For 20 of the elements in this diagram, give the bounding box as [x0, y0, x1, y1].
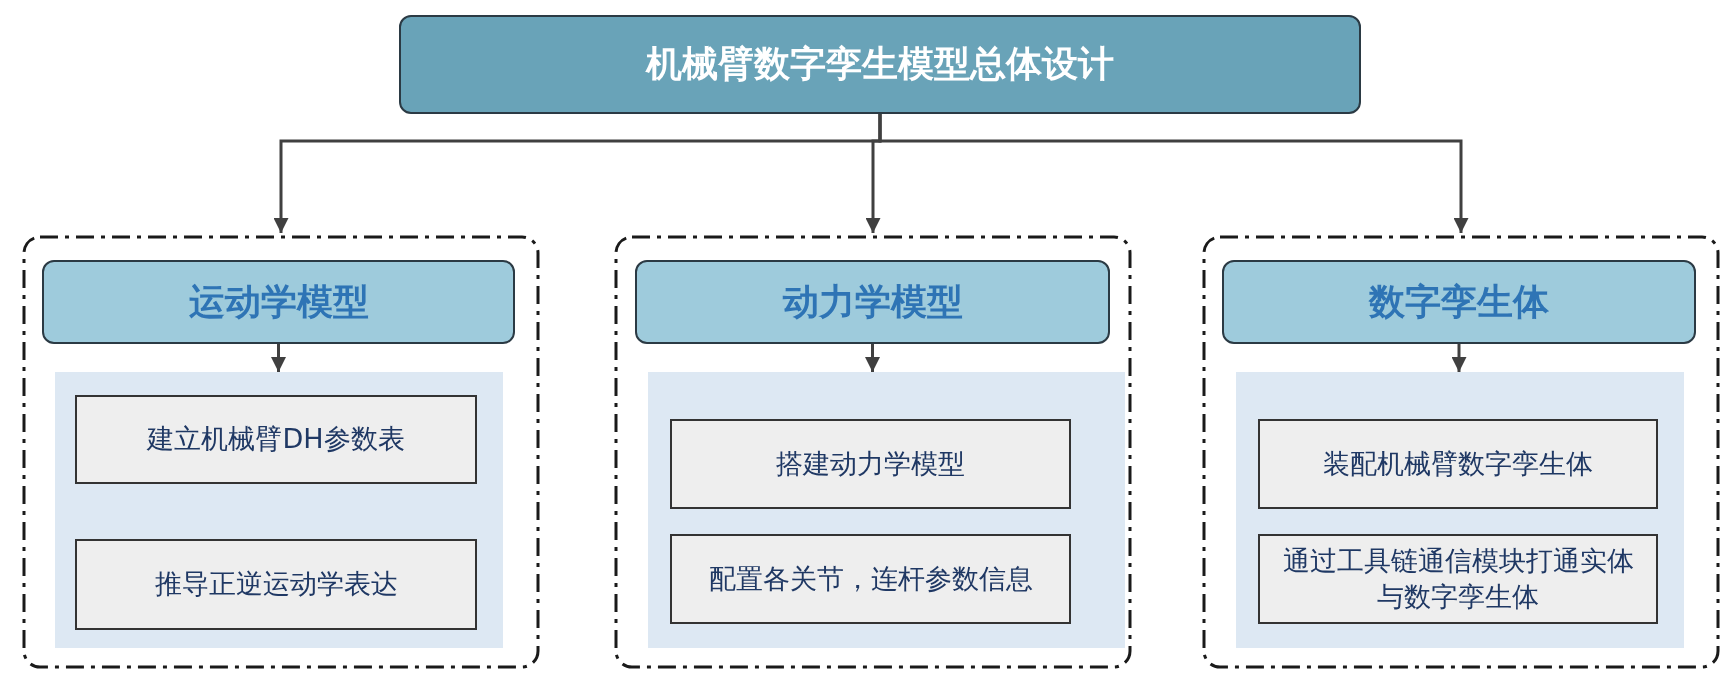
group-frame: [614, 235, 1132, 669]
process-box: 装配机械臂数字孪生体: [1258, 419, 1658, 509]
process-box: 推导正逆运动学表达: [75, 539, 477, 630]
panel-background: [55, 372, 503, 648]
panel-background: [648, 372, 1125, 648]
title-box: 机械臂数字孪生模型总体设计: [399, 15, 1361, 114]
group-frame: [22, 235, 540, 669]
module-header-box: 运动学模型: [42, 260, 515, 344]
arrow: [271, 344, 286, 372]
module-header-box: 数字孪生体: [1222, 260, 1696, 344]
module-header-box: 动力学模型: [635, 260, 1110, 344]
process-box: 建立机械臂DH参数表: [75, 395, 477, 484]
arrow: [865, 344, 880, 372]
process-box: 搭建动力学模型: [670, 419, 1071, 509]
process-box: 通过工具链通信模块打通实体与数字孪生体: [1258, 534, 1658, 624]
group-frame: [1202, 235, 1720, 669]
process-box: 配置各关节，连杆参数信息: [670, 534, 1071, 624]
panel-background: [1236, 372, 1684, 648]
arrow: [878, 114, 1469, 233]
arrow: [1451, 344, 1467, 372]
